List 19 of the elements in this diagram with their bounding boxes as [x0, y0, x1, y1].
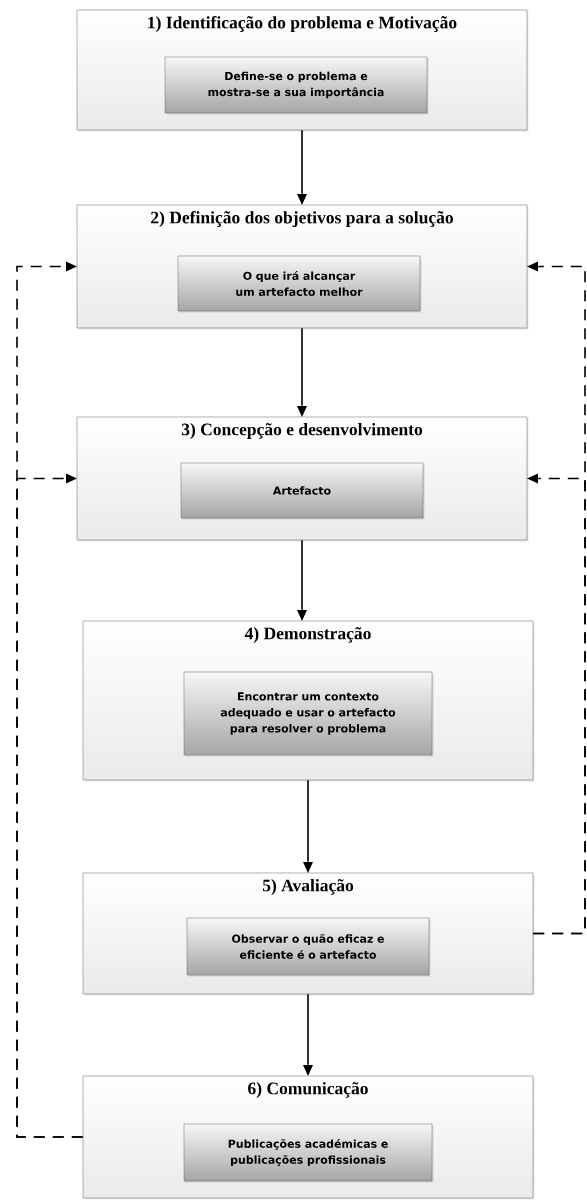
phase-heading: 5) Avaliação — [262, 879, 354, 895]
phase-heading: 6) Comunicação — [248, 1082, 368, 1098]
arrow — [297, 327, 307, 417]
step-box: Artefacto — [180, 462, 425, 520]
arrow — [297, 539, 307, 621]
step-box: Define-se o problema e mostra-se a sua importância — [164, 56, 429, 115]
step-box: O que irá alcançar um artefacto melhor — [177, 255, 422, 313]
feedback-arrow — [16, 473, 84, 1138]
step-box: Encontrar um contexto adequado e usar o artefacto para resolver o problema — [183, 671, 434, 757]
phase-heading: 4) Demonstração — [244, 627, 371, 643]
step-box: Observar o quão eficaz e eficiente é o artefacto — [186, 917, 431, 977]
phase-heading: 2) Definição dos objetivos para a solução — [151, 211, 453, 228]
step-box: Publicações académicas e publicações profissionais — [183, 1123, 434, 1183]
arrow — [297, 129, 307, 205]
feedback-arrow — [527, 473, 586, 935]
arrow — [303, 779, 313, 873]
phase-heading: 3) Concepção e desenvolvimento — [181, 423, 423, 439]
arrow — [303, 993, 313, 1076]
phase-heading: 1) Identificação do problema e Motivação — [148, 16, 457, 33]
